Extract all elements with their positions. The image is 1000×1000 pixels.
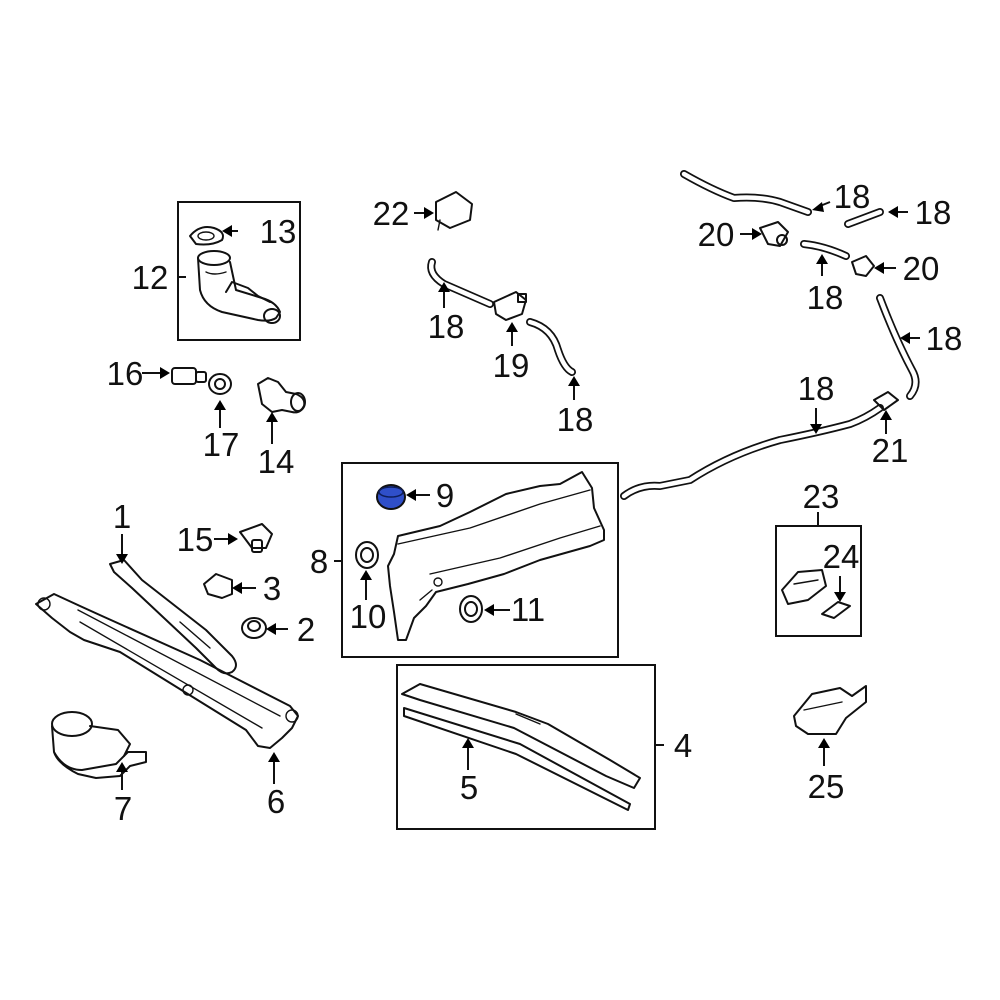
part-12-filler-neck[interactable] — [197, 250, 281, 324]
callout-6[interactable]: 6 — [267, 783, 285, 820]
callout-18-center-right[interactable]: 18 — [557, 401, 594, 438]
group-box-12 — [177, 201, 301, 341]
part-23-module[interactable] — [781, 569, 827, 605]
callout-23[interactable]: 23 — [803, 478, 840, 515]
callout-13[interactable]: 13 — [260, 213, 297, 250]
part-3-cap[interactable] — [203, 573, 233, 599]
part-7-wiper-motor[interactable] — [51, 711, 147, 779]
callout-20-left[interactable]: 20 — [698, 216, 735, 253]
part-11-seal[interactable] — [459, 595, 483, 623]
callout-15[interactable]: 15 — [177, 521, 214, 558]
callout-22[interactable]: 22 — [373, 195, 410, 232]
part-20-elbow-right[interactable] — [851, 255, 875, 277]
part-14-connector[interactable] — [257, 377, 306, 414]
callout-10[interactable]: 10 — [350, 598, 387, 635]
hose-18-short[interactable] — [844, 208, 884, 228]
leader-lines — [116, 201, 920, 790]
part-24-pad[interactable] — [821, 601, 851, 619]
hose-18-center-right[interactable] — [526, 318, 576, 376]
callout-21[interactable]: 21 — [872, 432, 909, 469]
callout-17[interactable]: 17 — [203, 426, 240, 463]
callout-18-top[interactable]: 18 — [834, 178, 871, 215]
callout-18-main[interactable]: 18 — [798, 370, 835, 407]
callout-20-right[interactable]: 20 — [903, 250, 940, 287]
part-25-bracket[interactable] — [793, 685, 867, 735]
callout-14[interactable]: 14 — [258, 443, 295, 480]
part-20-elbow-left[interactable] — [759, 221, 789, 247]
callout-1[interactable]: 1 — [113, 498, 131, 535]
callout-8[interactable]: 8 — [310, 543, 328, 580]
callout-11[interactable]: 11 — [511, 591, 545, 628]
part-9-cap[interactable] — [376, 484, 406, 510]
part-22-connector[interactable] — [435, 191, 473, 231]
part-2-nut[interactable] — [241, 617, 267, 639]
part-6-wiper-linkage[interactable] — [35, 593, 299, 749]
callout-24[interactable]: 24 — [823, 538, 860, 575]
part-13-gasket[interactable] — [189, 226, 224, 246]
callout-18-short[interactable]: 18 — [915, 194, 952, 231]
part-1-wiper-arm[interactable] — [109, 559, 237, 675]
callout-3[interactable]: 3 — [263, 570, 281, 607]
callout-18-center-left[interactable]: 18 — [428, 308, 465, 345]
part-15-washer-nozzle[interactable] — [239, 523, 273, 553]
group-box-4 — [396, 664, 656, 830]
hose-18-center-left[interactable] — [427, 258, 494, 308]
callout-18-right[interactable]: 18 — [926, 320, 963, 357]
callout-16[interactable]: 16 — [107, 355, 144, 392]
callout-labels: 1 2 3 4 5 6 7 8 9 10 11 12 13 14 15 16 1… — [107, 178, 963, 827]
part-8-washer-reservoir[interactable] — [387, 471, 605, 641]
hose-18-right[interactable] — [876, 294, 920, 400]
part-21-connector[interactable] — [873, 391, 899, 411]
part-10-seal[interactable] — [355, 541, 379, 569]
callout-5[interactable]: 5 — [460, 769, 478, 806]
callout-7[interactable]: 7 — [114, 790, 132, 827]
part-19-t-joint[interactable] — [493, 291, 527, 321]
part-17-grommet[interactable] — [208, 373, 232, 395]
callout-4[interactable]: 4 — [674, 727, 692, 764]
hose-18-main[interactable] — [620, 404, 884, 500]
callout-9[interactable]: 9 — [436, 477, 454, 514]
part-5-wiper-blade[interactable] — [401, 683, 641, 811]
hose-18-mid[interactable] — [800, 240, 850, 260]
callout-18-mid[interactable]: 18 — [807, 279, 844, 316]
callout-25[interactable]: 25 — [808, 768, 845, 805]
hose-18-top[interactable] — [680, 170, 812, 216]
callout-12[interactable]: 12 — [132, 259, 169, 296]
callout-19[interactable]: 19 — [493, 347, 530, 384]
callout-2[interactable]: 2 — [297, 611, 315, 648]
part-16-valve[interactable] — [171, 367, 207, 385]
